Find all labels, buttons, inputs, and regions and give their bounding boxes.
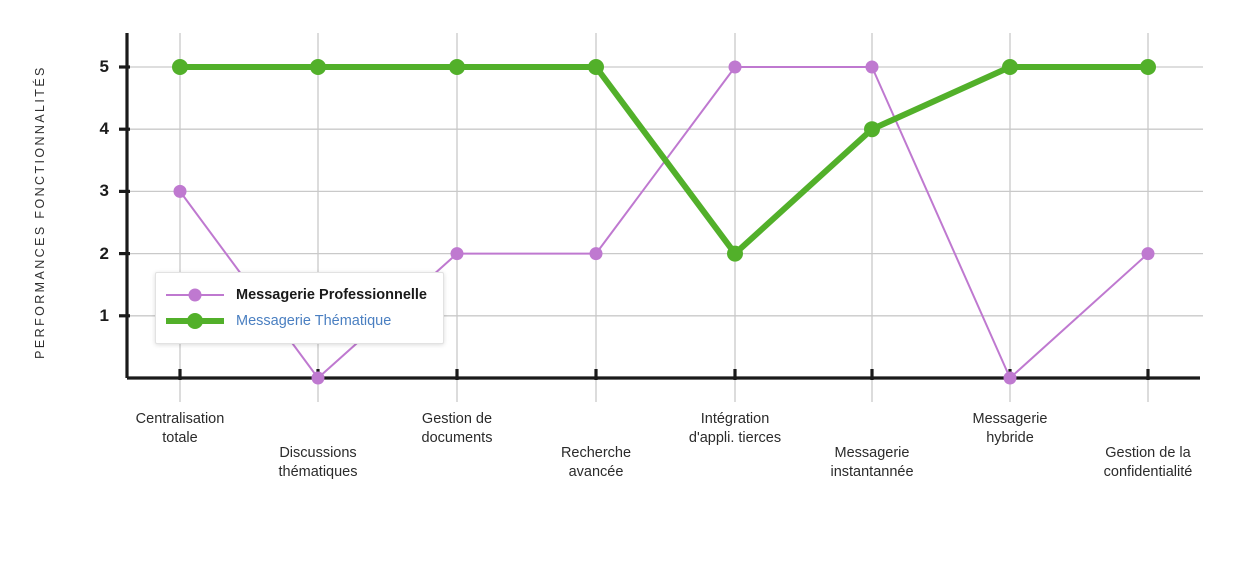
data-point <box>172 59 188 75</box>
x-category-label: Discussions thématiques <box>278 445 358 481</box>
y-tick-label: 2 <box>99 243 109 263</box>
data-point <box>311 371 325 385</box>
legend-label-0: Messagerie Professionnelle <box>236 287 427 303</box>
data-point <box>449 59 465 75</box>
chart-legend[interactable]: Messagerie Professionnelle Messagerie Th… <box>155 272 444 344</box>
data-point <box>589 247 603 261</box>
data-point <box>864 121 880 138</box>
y-tick-label: 4 <box>99 119 109 139</box>
data-point <box>450 247 464 261</box>
legend-item-0[interactable]: Messagerie Professionnelle <box>166 282 427 308</box>
y-tick-label: 3 <box>99 181 109 201</box>
y-tick-label: 1 <box>99 305 109 325</box>
data-point <box>1140 59 1156 75</box>
data-point <box>310 59 326 75</box>
series-1 <box>172 59 1156 262</box>
data-point <box>865 60 879 74</box>
legend-item-1[interactable]: Messagerie Thématique <box>166 308 427 334</box>
x-category-label: Intégration d'appli. tierces <box>688 411 782 447</box>
data-point <box>727 245 743 262</box>
data-point <box>1002 59 1018 75</box>
x-category-label: Gestion de la confidentialité <box>1103 445 1193 481</box>
data-point <box>588 59 604 75</box>
x-category-label: Messagerie hybride <box>972 411 1048 447</box>
data-point <box>173 184 187 198</box>
data-point <box>728 60 742 74</box>
x-category-label: Recherche avancée <box>560 445 632 481</box>
x-category-label: Gestion de documents <box>421 411 493 447</box>
data-point <box>1141 247 1155 261</box>
legend-marker-icon-0 <box>166 286 224 304</box>
x-category-label: Centralisation totale <box>135 411 225 447</box>
legend-label-1: Messagerie Thématique <box>236 313 392 329</box>
y-tick-label: 5 <box>99 57 109 76</box>
x-category-label: Messagerie instantannée <box>830 445 914 481</box>
legend-marker-icon-1 <box>166 312 224 330</box>
data-point <box>1003 371 1017 385</box>
